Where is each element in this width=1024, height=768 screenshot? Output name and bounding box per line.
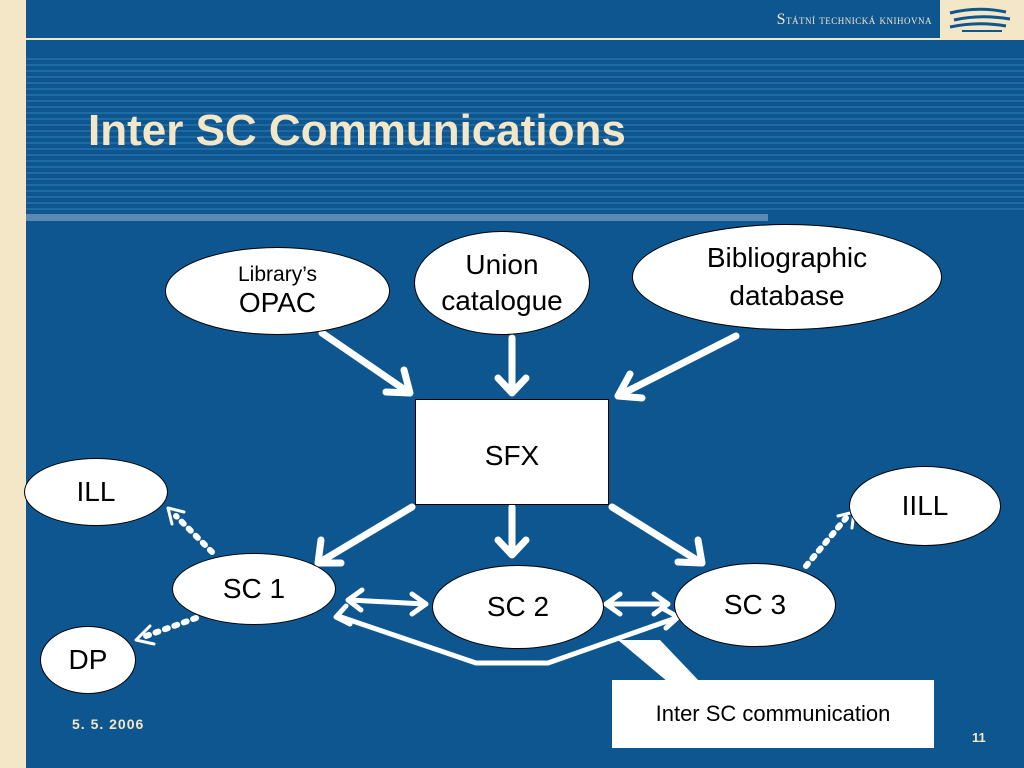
union-catalogue-label-line1: Union — [465, 249, 539, 280]
dp-node: DP — [40, 626, 136, 694]
header-stripes — [26, 54, 1024, 214]
slide-title: Inter SC Communications — [88, 106, 626, 155]
dotted-sc1-to-dp — [143, 615, 199, 639]
arrow-sfx-to-sc3 — [608, 503, 704, 566]
arrowhead-union-to-sfx — [494, 374, 530, 397]
bibliographic-database-label-line2: database — [729, 280, 845, 311]
dotted-sc1-to-ill — [173, 513, 215, 555]
link-sc1-sc3 — [335, 613, 679, 666]
dotted-sc3-to-iill — [803, 515, 849, 569]
arrowhead-sfx-to-sc3 — [674, 536, 706, 567]
library-opac-node: Library’s OPAC — [165, 247, 390, 335]
ill-node: ILL — [24, 458, 168, 526]
left-decor-strip — [0, 0, 26, 768]
inter-sc-communication-callout: Inter SC communication — [612, 680, 934, 748]
header-band: Státní technická knihovna — [26, 0, 1024, 40]
bibliographic-database-label-line1: Bibliographic — [706, 242, 868, 273]
arrowhead-to-ill — [166, 506, 186, 526]
ill-label: ILL — [76, 476, 116, 507]
callout-label: Inter SC communication — [655, 701, 891, 726]
iill-node: IILL — [849, 466, 1001, 546]
sfx-label: SFX — [484, 440, 540, 471]
union-catalogue-label-line2: catalogue — [441, 285, 563, 316]
arrowhead-sc1-sc2-left — [345, 587, 365, 613]
arrow-biblio-to-sfx — [616, 332, 740, 399]
slide-page-number: 11 — [972, 730, 986, 745]
arrowhead-biblio-to-sfx — [614, 370, 646, 402]
stk-logo-icon — [940, 0, 1024, 38]
sc1-label: SC 1 — [222, 573, 286, 604]
arrowhead-sfx-to-sc2 — [494, 536, 530, 559]
arrowhead-sc1-sc2-right — [409, 591, 429, 617]
sc3-node: SC 3 — [674, 563, 836, 647]
sfx-node: SFX — [415, 399, 609, 505]
link-sc1-sc2 — [347, 597, 427, 607]
arrowhead-sc1-sc3-left — [333, 603, 353, 627]
sc2-node: SC 2 — [432, 565, 604, 649]
arrowhead-to-dp — [134, 624, 156, 646]
sc1-node: SC 1 — [172, 553, 336, 625]
dp-label: DP — [68, 644, 108, 675]
library-opac-label-line1: Library’s — [238, 263, 317, 286]
arrowhead-opac-to-sfx — [382, 366, 414, 397]
arrowhead-sfx-to-sc1 — [314, 536, 345, 567]
bibliographic-database-node: Bibliographic database — [632, 224, 942, 330]
sc3-label: SC 3 — [723, 589, 787, 620]
arrowhead-sc2-sc3-left — [603, 591, 623, 617]
callout-pointer — [618, 640, 700, 682]
arrow-opac-to-sfx — [318, 329, 412, 396]
library-opac-label-line2: OPAC — [238, 287, 317, 318]
arrowhead-sc2-sc3-right — [651, 591, 671, 617]
arrow-sfx-to-sc1 — [316, 503, 416, 566]
sc2-label: SC 2 — [486, 591, 550, 622]
iill-label: IILL — [901, 490, 949, 521]
title-underline — [26, 214, 768, 221]
union-catalogue-node: Union catalogue — [414, 231, 590, 335]
org-name: Státní technická knihovna — [776, 11, 932, 28]
slide-date: 5. 5. 2006 — [72, 716, 145, 732]
